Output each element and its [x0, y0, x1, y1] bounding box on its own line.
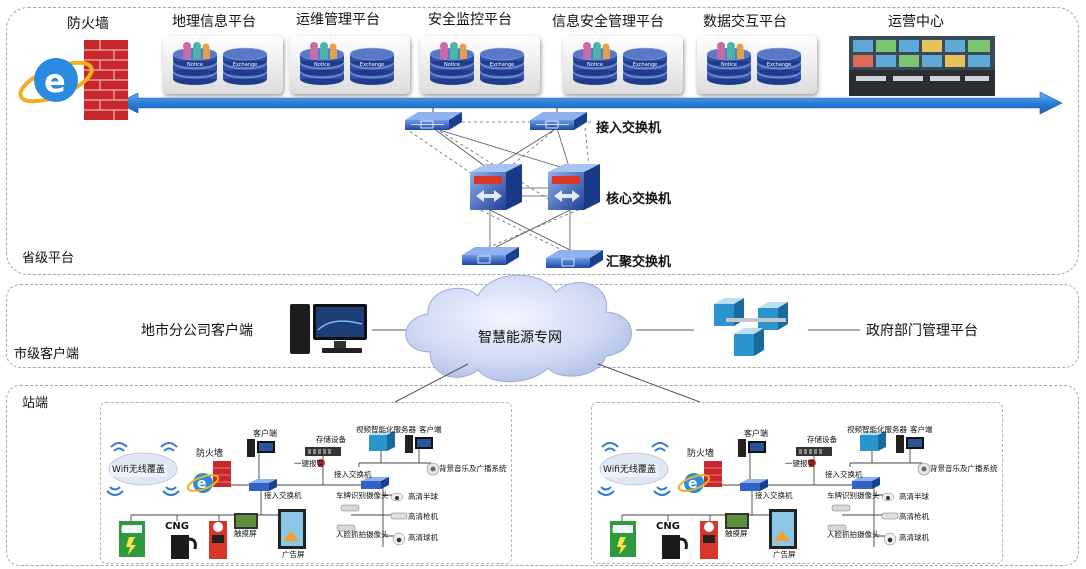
- provincial-platform-label: 省级平台: [22, 251, 75, 266]
- database-stack-icon: Notice Exchange: [429, 42, 525, 85]
- plate-camera-label: 车牌识别摄像头: [336, 491, 389, 500]
- station-label: 站端: [22, 396, 49, 411]
- switch-mesh-links: [432, 127, 571, 251]
- client-top-label: 客户端: [744, 429, 768, 438]
- cng-label: CNG: [165, 521, 189, 532]
- station-region: [6, 385, 1079, 566]
- firewall-label: 防火墙: [67, 16, 109, 32]
- government-server-icons: [714, 298, 788, 356]
- db-label: Notice: [721, 62, 737, 68]
- provincial-platform-region: [6, 7, 1079, 275]
- platform-title-geo: 地理信息平台: [172, 14, 256, 30]
- client-right-label: 客户端: [910, 425, 933, 434]
- core-switch-label: 核心交换机: [606, 192, 672, 207]
- client-top-label: 客户端: [253, 429, 277, 438]
- touch-screen-label: 触摸屏: [725, 529, 748, 538]
- music-system-label: 背景音乐及广播系统: [930, 464, 998, 473]
- platform-title-ops: 运维管理平台: [296, 12, 380, 28]
- db-label: Exchange: [233, 62, 257, 68]
- video-server-label: 视频智能化服务器: [356, 425, 416, 434]
- aggregation-switch-2: [546, 250, 603, 268]
- client-right-label: 客户端: [419, 425, 442, 434]
- gov-platform-label: 政府部门管理平台: [866, 323, 978, 339]
- face-camera-label: 人脸抓拍摄像头: [827, 530, 880, 539]
- db-label: Exchange: [490, 62, 514, 68]
- city-client-label: 市级客户端: [14, 347, 80, 362]
- operations-center-image: [849, 36, 995, 96]
- database-stack-icon: Notice Exchange: [172, 42, 268, 85]
- database-stack-icon: Notice Exchange: [299, 42, 395, 85]
- aggregation-switch-label: 汇聚交换机: [606, 255, 672, 270]
- access-switch-right-label: 接入交换机: [825, 470, 863, 479]
- touch-screen-label: 触摸屏: [234, 529, 257, 538]
- ad-screen-label: 广告屏: [282, 550, 305, 559]
- db-label: Notice: [587, 62, 603, 68]
- db-label: Notice: [314, 62, 330, 68]
- svg-text:e: e: [197, 476, 207, 492]
- svg-text:e: e: [44, 62, 66, 100]
- face-camera-label: 人脸抓拍摄像头: [336, 530, 389, 539]
- branch-client-label: 地市分公司客户端: [141, 323, 253, 339]
- platform-title-data-exchange: 数据交互平台: [703, 14, 787, 30]
- platform-box: Notice Exchange: [420, 36, 540, 94]
- hd-bullet-label: 高清枪机: [899, 512, 929, 521]
- platform-box: Notice Exchange: [563, 36, 683, 94]
- database-stack-icon: Notice Exchange: [706, 42, 802, 85]
- operations-center-label: 运营中心: [888, 14, 944, 30]
- svg-text:e: e: [688, 476, 698, 492]
- hd-dome-half-label: 高清半球: [899, 492, 929, 501]
- access-switch-label: 接入交换机: [755, 491, 793, 500]
- db-label: Exchange: [633, 62, 657, 68]
- access-switch-1: [405, 112, 462, 130]
- db-label: Notice: [444, 62, 460, 68]
- network-label: 智慧能源专网: [478, 330, 562, 346]
- core-switch-2: [548, 164, 600, 210]
- core-switch-1: [470, 164, 522, 210]
- wifi-label: Wifi无线覆盖: [601, 465, 658, 477]
- site-firewall-label: 防火墙: [196, 449, 224, 459]
- backbone-arrow: [117, 91, 1063, 115]
- eco-label: ECO: [121, 526, 137, 534]
- hd-dome-label: 高清球机: [899, 533, 929, 542]
- cng-label: CNG: [656, 521, 680, 532]
- private-network-cloud: [405, 274, 632, 383]
- firewall-wall: [84, 40, 128, 120]
- wifi-label: Wifi无线覆盖: [110, 465, 167, 477]
- db-label: Exchange: [767, 62, 791, 68]
- hd-dome-label: 高清球机: [408, 533, 438, 542]
- music-system-label: 背景音乐及广播系统: [439, 464, 507, 473]
- plate-camera-label: 车牌识别摄像头: [827, 491, 880, 500]
- site-firewall-label: 防火墙: [687, 449, 715, 459]
- eco-label: ECO: [612, 526, 628, 534]
- platform-title-security-monitor: 安全监控平台: [428, 12, 512, 28]
- platform-box: Notice Exchange: [290, 36, 410, 94]
- storage-label: 存储设备: [807, 435, 837, 444]
- access-switch-label: 接入交换机: [264, 491, 302, 500]
- internet-explorer-icon: e: [18, 58, 94, 104]
- branch-computer-icon: [290, 304, 367, 354]
- station-site-drawing: e: [597, 431, 931, 559]
- access-switch-right-label: 接入交换机: [334, 470, 372, 479]
- db-label: Notice: [187, 62, 203, 68]
- database-stack-icon: Notice Exchange: [572, 42, 668, 85]
- station-site-drawing: e: [106, 431, 440, 559]
- alarm-label: 一键报警: [294, 459, 324, 468]
- platform-title-infosec: 信息安全管理平台: [552, 14, 664, 30]
- db-label: Exchange: [360, 62, 384, 68]
- video-server-label: 视频智能化服务器: [847, 425, 907, 434]
- ad-screen-label: 广告屏: [773, 550, 796, 559]
- alarm-label: 一键报警: [785, 459, 815, 468]
- storage-label: 存储设备: [316, 435, 346, 444]
- access-switch-2: [530, 112, 587, 130]
- platform-box: Notice Exchange: [163, 36, 283, 94]
- hd-bullet-label: 高清枪机: [408, 512, 438, 521]
- aggregation-switch-1: [462, 247, 519, 265]
- platform-box: Notice Exchange: [697, 36, 817, 94]
- access-switch-label: 接入交换机: [596, 121, 662, 136]
- hd-dome-half-label: 高清半球: [408, 492, 438, 501]
